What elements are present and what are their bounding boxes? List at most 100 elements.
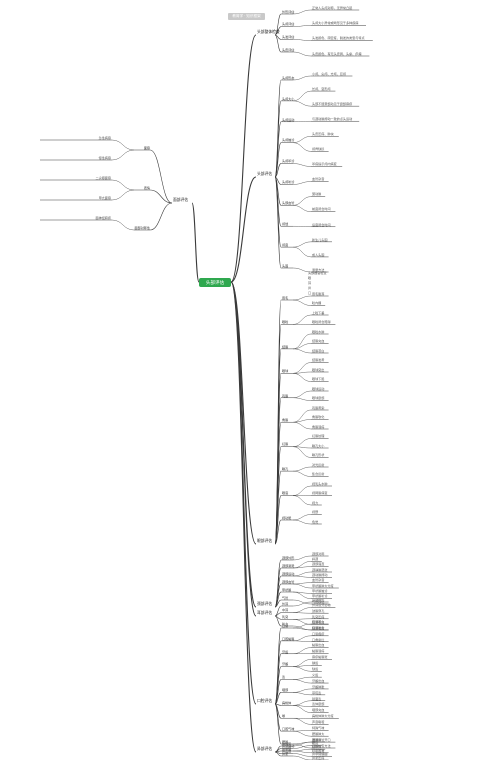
- b8-node-2[interactable]: 面部对称性: [135, 227, 150, 231]
- b6-leaf-0[interactable]: 口唇苍白: [312, 621, 324, 625]
- b6-leaf-16[interactable]: 扁桃体肿大分度: [312, 715, 334, 719]
- b3-leaf-0[interactable]: 眉毛脱落: [312, 293, 324, 297]
- b5-leaf-2[interactable]: 鼓膜穿孔: [312, 610, 324, 614]
- b4-node-0[interactable]: 颈部外形: [282, 557, 294, 561]
- b6-node-0[interactable]: 口唇: [282, 625, 288, 629]
- b8-leaf-4[interactable]: 面神经麻痹: [96, 217, 111, 221]
- branch-head-check[interactable]: 头部整体检查: [257, 31, 280, 35]
- b3-node-5[interactable]: 角膜: [282, 419, 288, 423]
- b2-node-1[interactable]: 头颅大小: [282, 98, 294, 102]
- b6-leaf-12[interactable]: 草莓舌: [312, 692, 321, 696]
- b3-leaf-9[interactable]: 眼球下陷: [312, 378, 324, 382]
- b6-node-2[interactable]: 牙齿: [282, 651, 288, 655]
- b3-leaf-19[interactable]: 集合反射: [312, 473, 324, 477]
- b4-leaf-5[interactable]: 血管杂音: [312, 579, 324, 583]
- branch-neck-eval[interactable]: 颈部评估: [257, 603, 272, 607]
- b3-leaf-23[interactable]: 视野: [312, 511, 318, 515]
- b6-node-4[interactable]: 舌: [282, 676, 285, 680]
- b6-leaf-7[interactable]: 龋齿: [312, 662, 318, 666]
- b2-leaf-8[interactable]: 颞动脉: [312, 193, 321, 197]
- b2-leaf-2[interactable]: 头部不随意颤动见于震颤麻痹: [312, 103, 352, 107]
- b6-node-3[interactable]: 牙龈: [282, 663, 288, 667]
- b3-leaf-21[interactable]: 视网膜病变: [312, 492, 327, 496]
- b2-node-3[interactable]: 头颅触诊: [282, 139, 294, 143]
- b3-node-9[interactable]: 视功能: [282, 517, 291, 521]
- b3-leaf-14[interactable]: 角膜溃疡: [312, 426, 324, 430]
- b6-leaf-9[interactable]: 义齿: [312, 674, 318, 678]
- b2-node-9[interactable]: 头围: [282, 265, 288, 269]
- b4-leaf-2[interactable]: 颈部强直: [312, 563, 324, 567]
- b3-leaf-16[interactable]: 瞳孔大小: [312, 445, 324, 449]
- b3-leaf-18[interactable]: 对光反射: [312, 464, 324, 468]
- b6-leaf-14[interactable]: 舌体震颤: [312, 703, 324, 707]
- branch-face-eval[interactable]: 面部评估: [173, 199, 188, 203]
- b8-leaf-0[interactable]: 急性病容: [99, 137, 111, 141]
- b1-node-3[interactable]: 头皮评估: [282, 49, 294, 53]
- b3-leaf-24[interactable]: 色觉: [312, 521, 318, 525]
- b3-leaf-6[interactable]: 结膜苍白: [312, 350, 324, 354]
- b5-leaf-3[interactable]: 乳突压痛: [312, 616, 324, 620]
- b6-leaf-15[interactable]: 咽部充血: [312, 709, 324, 713]
- b2-leaf-6[interactable]: 叩痛提示颅内病变: [312, 163, 337, 167]
- b6-leaf-2[interactable]: 口唇疱疹: [312, 633, 324, 637]
- b3-node-7[interactable]: 瞳孔: [282, 468, 288, 472]
- b6-node-7[interactable]: 喉: [282, 715, 285, 719]
- b6-node-1[interactable]: 口腔黏膜: [282, 638, 294, 642]
- b6-leaf-6[interactable]: 麻疹黏膜斑: [312, 656, 327, 660]
- b2-leaf-10[interactable]: 后囟闭合时间: [312, 224, 331, 228]
- b2-leaf-1[interactable]: 长颅、变形颅: [312, 88, 331, 92]
- b2-node-8[interactable]: 颅囟: [282, 244, 288, 248]
- b4-node-5[interactable]: 气管: [282, 597, 288, 601]
- b8-node-0[interactable]: 面容: [144, 147, 150, 151]
- b3-node-6[interactable]: 虹膜: [282, 443, 288, 447]
- b2-leaf-11[interactable]: 新生儿头围: [312, 239, 327, 243]
- b6-leaf-18[interactable]: 特殊气味: [312, 727, 324, 731]
- b1-leaf-1[interactable]: 头颅大小异常或畸形见于多种疾病: [312, 22, 358, 26]
- b3-node-4[interactable]: 巩膜: [282, 395, 288, 399]
- b5-node-0[interactable]: 外耳: [282, 603, 288, 607]
- b3-node-8[interactable]: 眼底: [282, 492, 288, 496]
- b6-leaf-10[interactable]: 牙龈出血: [312, 680, 324, 684]
- b6-node-8[interactable]: 口腔气味: [282, 728, 294, 732]
- branch-mouth-eval[interactable]: 口腔评估: [257, 700, 272, 704]
- b2-node-0[interactable]: 头颅形态: [282, 77, 294, 81]
- b2-leaf-4[interactable]: 头皮压痛、肿块: [312, 133, 334, 137]
- b1-node-1[interactable]: 头颅评估: [282, 23, 294, 27]
- b6-leaf-8[interactable]: 缺齿: [312, 668, 318, 672]
- b3-leaf-17[interactable]: 瞳孔形状: [312, 454, 324, 458]
- b4-node-2[interactable]: 颈部运动: [282, 573, 294, 577]
- b3-leaf-4[interactable]: 眼睑水肿: [312, 331, 324, 335]
- b3-node-2[interactable]: 结膜: [282, 346, 288, 350]
- b6-leaf-5[interactable]: 黏膜溃疡: [312, 650, 324, 654]
- b3-leaf-1[interactable]: 睑内翻: [312, 302, 321, 306]
- b2-leaf-5[interactable]: 颅骨缺损: [312, 148, 324, 152]
- b3-leaf-20[interactable]: 视乳头水肿: [312, 483, 327, 487]
- b4-leaf-6[interactable]: 甲状腺肿大分度: [312, 585, 334, 589]
- b5-leaf-0[interactable]: 耳廓畸形: [312, 599, 324, 603]
- b5-leaf-1[interactable]: 外耳道分泌物: [312, 604, 331, 608]
- b3-leaf-2[interactable]: 上睑下垂: [312, 312, 324, 316]
- b2-node-2[interactable]: 头颅运动: [282, 119, 294, 123]
- b3-node-3[interactable]: 眼球: [282, 370, 288, 374]
- b3-leaf-11[interactable]: 眼球震颤: [312, 397, 324, 401]
- b4-node-4[interactable]: 甲状腺: [282, 589, 291, 593]
- b2-node-7[interactable]: 颅缝: [282, 223, 288, 227]
- b3-leaf-12[interactable]: 巩膜黄染: [312, 407, 324, 411]
- branch-head-eval[interactable]: 头部评估: [257, 173, 272, 177]
- b3-leaf-15[interactable]: 虹膜纹理: [312, 435, 324, 439]
- b6-leaf-11[interactable]: 牙龈肿胀: [312, 686, 324, 690]
- b2-node-4[interactable]: 头颅叩诊: [282, 160, 294, 164]
- b3-leaf-13[interactable]: 角膜软化: [312, 416, 324, 420]
- b4-node-1[interactable]: 颈部姿势: [282, 565, 294, 569]
- b4-node-3[interactable]: 颈部血管: [282, 581, 294, 585]
- b8-leaf-2[interactable]: 二尖瓣面容: [96, 177, 111, 181]
- b6-leaf-4[interactable]: 黏膜出血: [312, 644, 324, 648]
- b3-leaf-5[interactable]: 结膜充血: [312, 340, 324, 344]
- b8-leaf-3[interactable]: 甲亢面容: [99, 197, 111, 201]
- b6-leaf-3[interactable]: 口角糜烂: [312, 639, 324, 643]
- b7-node-4[interactable]: 鼻窦: [282, 753, 288, 757]
- b2-leaf-9[interactable]: 前囟闭合时间: [312, 208, 331, 212]
- branch-ear-eval[interactable]: 耳部评估: [257, 612, 272, 616]
- b1-node-2[interactable]: 头发评估: [282, 36, 294, 40]
- b6-leaf-17[interactable]: 声音嘶哑: [312, 721, 324, 725]
